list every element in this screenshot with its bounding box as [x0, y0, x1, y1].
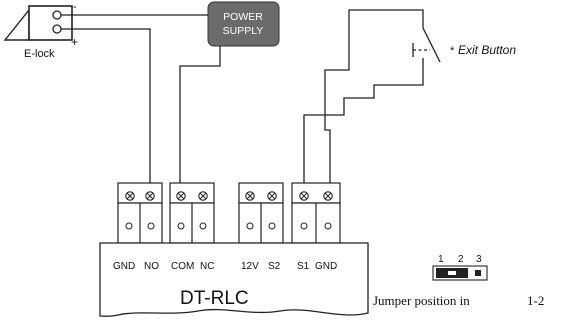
jumper-position-value: 1-2 [527, 293, 544, 308]
terminal-hole [177, 222, 185, 230]
jumper-pin-2-label: 2 [458, 254, 464, 265]
e-lock-terminal-minus [52, 10, 62, 20]
wire-power-to-com [179, 46, 221, 186]
power-supply-line1: POWER [223, 11, 263, 23]
terminal-hole [125, 222, 133, 230]
jumper-pin-1-label: 1 [438, 254, 444, 265]
terminal-block-gnd-no [117, 182, 163, 244]
terminal-label-s2: S2 [268, 261, 281, 272]
jumper-pin-3 [475, 270, 481, 276]
e-lock-label: E-lock [24, 48, 55, 60]
terminal-label-nc: NC [200, 261, 214, 272]
terminal-hole [324, 222, 332, 230]
terminal-hole [268, 222, 276, 230]
exit-button: * Exit Button [412, 18, 516, 76]
terminal-hole [246, 222, 254, 230]
terminal-block-12v-s2 [238, 182, 284, 244]
wire-exit-to-gnd [324, 9, 424, 186]
terminal-block-s1-gnd [291, 182, 341, 244]
power-supply: POWER SUPPLY [207, 1, 280, 47]
e-lock-minus-sign: - [73, 1, 77, 13]
terminal-label-s1: S1 [297, 261, 310, 272]
terminal-label-no: NO [144, 261, 159, 272]
terminal-label-gnd-2: GND [315, 261, 337, 272]
terminal-block-com-nc [169, 182, 215, 244]
terminal-label-gnd-1: GND [113, 261, 135, 272]
jumper-position-text: Jumper position in [373, 293, 470, 308]
e-lock-wedge [3, 8, 30, 41]
exit-button-label: Exit Button [458, 43, 516, 57]
terminal-label-com: COM [171, 261, 194, 272]
power-supply-box [207, 1, 280, 47]
terminal-hole [300, 222, 308, 230]
wire-exit-to-s1 [303, 76, 424, 186]
wire-elock-plus-to-no [61, 28, 151, 186]
terminal-hole [147, 222, 155, 230]
e-lock: E-lock - + [3, 1, 78, 60]
jumper: 1 2 3 Jumper position in 1-2 [373, 254, 544, 308]
exit-button-switch-arm [422, 27, 441, 63]
terminal-hole [199, 222, 207, 230]
terminal-blocks [117, 182, 341, 244]
controller-name: DT-RLC [180, 288, 249, 309]
power-supply-line2: SUPPLY [223, 25, 264, 37]
wires [61, 9, 424, 186]
jumper-pin-3-label: 3 [476, 254, 482, 265]
exit-button-star: * [450, 45, 455, 57]
controller-outline [99, 242, 369, 317]
e-lock-terminal-plus [52, 24, 62, 34]
e-lock-body [28, 5, 73, 41]
e-lock-plus-sign: + [71, 35, 78, 49]
controller-body: GND NO COM NC 12V S2 S1 GND DT-RLC [99, 242, 369, 317]
terminal-label-12v: 12V [241, 261, 259, 272]
